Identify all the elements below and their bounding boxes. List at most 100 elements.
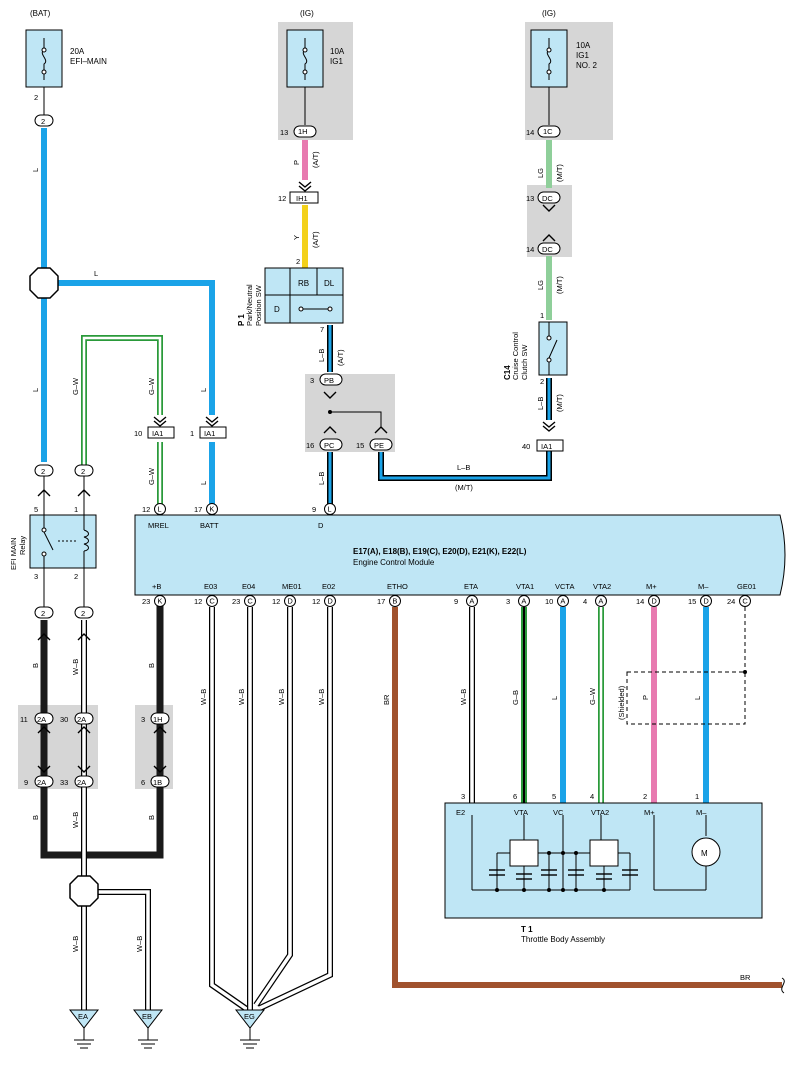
throttle-pin-number: 2	[643, 792, 647, 801]
ecm-pin-label: ETHO	[387, 582, 408, 591]
svg-text:W–B: W–B	[277, 689, 286, 705]
fuse-ig1: (IG) 10A IG1	[286, 9, 345, 125]
pin-circle	[466, 595, 478, 607]
svg-text:(M/T): (M/T)	[555, 164, 564, 182]
efi-main-relay: 5 1 3 2 EFI MAIN Relay	[9, 505, 97, 581]
svg-text:5: 5	[34, 505, 38, 514]
ecm-pin-label: ETA	[464, 582, 478, 591]
pin-connector-letter: D	[287, 597, 293, 606]
pin-circle	[595, 595, 607, 607]
ecm-pin-vcta: A10	[545, 595, 569, 607]
throttle-pin-label: VTA	[514, 808, 528, 817]
ecm-pin-label: ME01	[282, 582, 302, 591]
svg-text:L: L	[693, 696, 702, 700]
svg-text:W–B: W–B	[237, 689, 246, 705]
pin-number: 12	[312, 597, 320, 606]
pin-number: 9	[312, 505, 316, 514]
ecm-pin-etho: B 17	[377, 595, 401, 607]
svg-text:M: M	[701, 849, 708, 858]
ecm-pin-label: BATT	[200, 521, 219, 530]
pin-number: 3	[506, 597, 510, 606]
svg-text:B: B	[147, 663, 156, 668]
svg-text:(A/T): (A/T)	[311, 151, 320, 168]
svg-text:IA1: IA1	[204, 429, 215, 438]
ecm-pin-me01: D12	[272, 595, 296, 607]
svg-text:W–B: W–B	[199, 689, 208, 705]
svg-text:2: 2	[41, 609, 45, 618]
fuse-ig1-no2: (IG) 10A IG1 NO. 2	[530, 9, 597, 125]
svg-text:(IG): (IG)	[300, 9, 314, 18]
svg-text:PC: PC	[324, 441, 335, 450]
svg-text:2: 2	[296, 257, 300, 266]
pin-number: 10	[545, 597, 553, 606]
svg-text:(M/T): (M/T)	[555, 276, 564, 294]
svg-text:Park/Neutral: Park/Neutral	[245, 284, 254, 326]
ecm-pin-label: E04	[242, 582, 255, 591]
svg-text:PB: PB	[324, 376, 334, 385]
pin-connector-letter: A	[469, 597, 474, 606]
svg-text:G–W: G–W	[147, 467, 156, 485]
svg-text:2: 2	[74, 572, 78, 581]
svg-text:13: 13	[280, 128, 288, 137]
svg-text:B: B	[31, 815, 40, 820]
svg-text:BR: BR	[740, 973, 751, 982]
svg-text:W–B: W–B	[135, 936, 144, 952]
engine-control-module: E17(A), E18(B), E19(C), E20(D), E21(K), …	[134, 514, 786, 596]
svg-text:Clutch SW: Clutch SW	[520, 344, 529, 380]
junction-shading	[18, 22, 613, 789]
pin-connector-letter: D	[651, 597, 657, 606]
svg-text:L–B: L–B	[317, 349, 326, 362]
pin-number: 12	[142, 505, 150, 514]
wire-labels: L L L L L G–W G–W G–W P (A/T) Y (A/T) LG…	[31, 151, 751, 982]
svg-text:9: 9	[24, 778, 28, 787]
park-neutral-position-switch: RB DL D 2 7 P 1 Park/Neutral Position SW	[237, 257, 344, 334]
svg-text:Y: Y	[292, 235, 301, 240]
pin-connector-letter: D	[703, 597, 709, 606]
svg-text:W–B: W–B	[71, 812, 80, 828]
pin-connector-letter: B	[392, 597, 397, 606]
svg-text:2: 2	[41, 467, 45, 476]
pin-circle	[324, 595, 336, 607]
svg-text:LG: LG	[536, 168, 545, 178]
svg-text:P 1: P 1	[237, 314, 246, 326]
pin-number: 17	[194, 505, 202, 514]
svg-text:2: 2	[41, 117, 45, 126]
ecm-pin-m: D15	[688, 595, 712, 607]
svg-text:7: 7	[320, 325, 324, 334]
ecm-pin-label: MREL	[148, 521, 169, 530]
ecm-pin-eta: A9	[454, 595, 478, 607]
svg-text:G–B: G–B	[511, 690, 520, 705]
svg-text:Position SW: Position SW	[254, 284, 263, 326]
svg-text:1H: 1H	[298, 127, 308, 136]
ecm-pin-label: VTA1	[516, 582, 534, 591]
svg-text:DC: DC	[542, 245, 553, 254]
svg-text:EA: EA	[78, 1012, 88, 1021]
svg-text:D: D	[274, 305, 280, 314]
pin-connector-letter: A	[521, 597, 526, 606]
svg-text:L: L	[31, 388, 40, 392]
throttle-body-assembly: M T 1 Throttle Body	[444, 802, 763, 944]
svg-text:EG: EG	[244, 1012, 255, 1021]
svg-text:14: 14	[526, 245, 534, 254]
svg-text:IG1: IG1	[576, 51, 589, 60]
svg-text:L: L	[550, 696, 559, 700]
svg-text:3: 3	[141, 715, 145, 724]
svg-text:G–W: G–W	[588, 687, 597, 705]
svg-text:IG1: IG1	[330, 57, 343, 66]
pin-connector-letter: K	[209, 505, 214, 514]
pin-circle	[206, 595, 218, 607]
svg-text:16: 16	[306, 441, 314, 450]
pin-circle	[154, 503, 166, 515]
svg-text:L: L	[199, 388, 208, 392]
svg-text:2: 2	[540, 377, 544, 386]
pin-connector-letter: A	[598, 597, 603, 606]
pin-number: 17	[377, 597, 385, 606]
throttle-pin-label: E2	[456, 808, 465, 817]
svg-text:Throttle Body Assembly: Throttle Body Assembly	[521, 935, 605, 944]
pin-circle	[206, 503, 218, 515]
ecm-bottom-pins: +BK23E03C12E04C23ME01D12E02D12ETHOB17ETA…	[142, 582, 756, 607]
svg-text:14: 14	[526, 128, 534, 137]
pin-connector-letter: L	[327, 505, 331, 514]
ecm-pin-label: +B	[152, 582, 161, 591]
cruise-control-clutch-switch: 1 2 C14 Cruise Control Clutch SW	[503, 311, 568, 386]
